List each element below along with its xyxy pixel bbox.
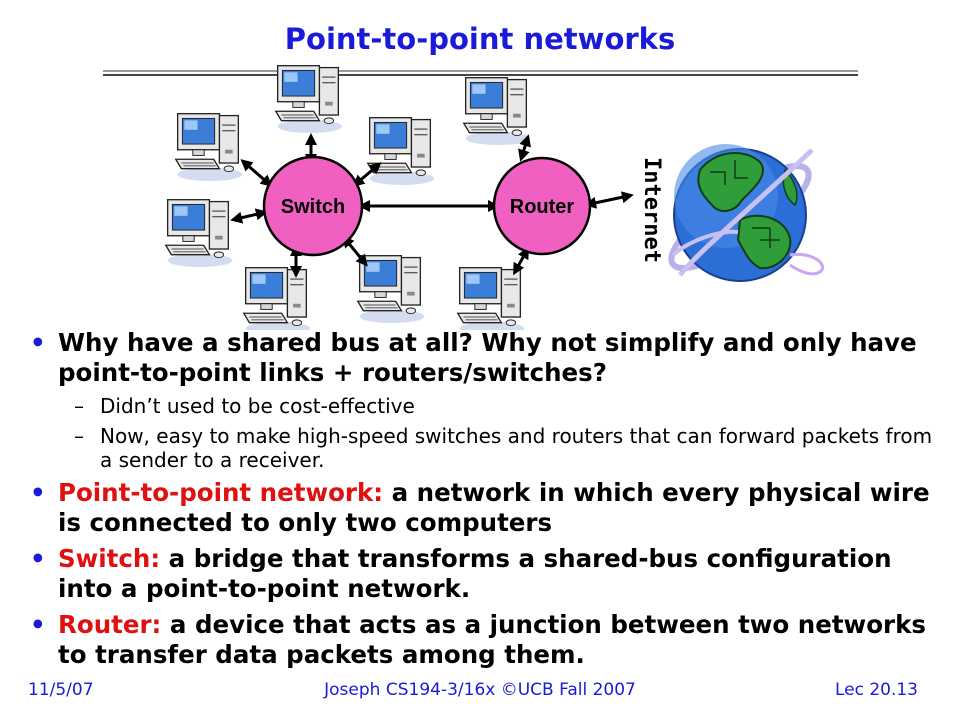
computer-icon (463, 77, 531, 146)
sub-bullet-item: – Now, easy to make high-speed switches … (30, 424, 940, 472)
link-arrow (342, 235, 368, 267)
computer-icon (367, 117, 435, 186)
switch-label: Switch (281, 196, 345, 218)
internet-label: Internet (639, 157, 664, 263)
computer-icon (275, 65, 343, 134)
computer-icon (243, 267, 311, 330)
router-node (492, 156, 592, 256)
bullet-term: Point-to-point network: (58, 478, 384, 507)
footer-date: 11/5/07 (28, 680, 94, 700)
computer-icon (165, 199, 233, 268)
computer-icon (457, 267, 525, 330)
bullet-text: Why have a shared bus at all? Why not si… (58, 328, 917, 387)
slide-title: Point-to-point networks (284, 22, 676, 56)
bullet-text: a bridge that transforms a shared-bus co… (58, 544, 892, 603)
router-label: Router (510, 196, 575, 218)
computer-icon (175, 113, 243, 182)
network-diagram: Switch Router Internet (165, 65, 825, 330)
bullet-item: • Why have a shared bus at all? Why not … (30, 328, 940, 388)
bullet-marker: • (30, 478, 46, 507)
switch-node (262, 155, 364, 257)
sub-bullet-marker: – (74, 424, 84, 448)
link-arrow (518, 134, 531, 162)
bullet-item: • Router: a device that acts as a juncti… (30, 610, 940, 670)
sub-bullet-text: Didn’t used to be cost-effective (100, 394, 415, 418)
link-arrow (513, 246, 529, 276)
bullet-marker: • (30, 544, 46, 573)
link-arrow (240, 159, 273, 187)
sub-bullet-marker: – (74, 394, 84, 418)
title-rule-bottom (103, 74, 858, 76)
footer-lecture: Lec 20.13 (834, 680, 918, 700)
computer-icon (357, 255, 425, 324)
sub-bullet-text: Now, easy to make high-speed switches an… (100, 424, 933, 472)
link-arrow (230, 208, 268, 224)
title-rule-top (103, 70, 858, 72)
bullet-item: • Point-to-point network: a network in w… (30, 478, 940, 538)
sub-bullet-item: – Didn’t used to be cost-effective (30, 394, 940, 418)
bullet-item: • Switch: a bridge that transforms a sha… (30, 544, 940, 604)
bullet-text: a network in which every physical wire i… (58, 478, 930, 537)
link-arrow (584, 191, 634, 209)
bullet-list: • Why have a shared bus at all? Why not … (30, 328, 940, 676)
bullet-text: a device that acts as a junction between… (58, 610, 926, 669)
bullet-marker: • (30, 610, 46, 639)
link-arrow (352, 162, 382, 187)
bullet-marker: • (30, 328, 46, 357)
bullet-term: Router: (58, 610, 162, 639)
globe-icon (668, 144, 825, 282)
bullet-term: Switch: (58, 544, 161, 573)
footer-course: Joseph CS194-3/16x ©UCB Fall 2007 (324, 680, 636, 700)
